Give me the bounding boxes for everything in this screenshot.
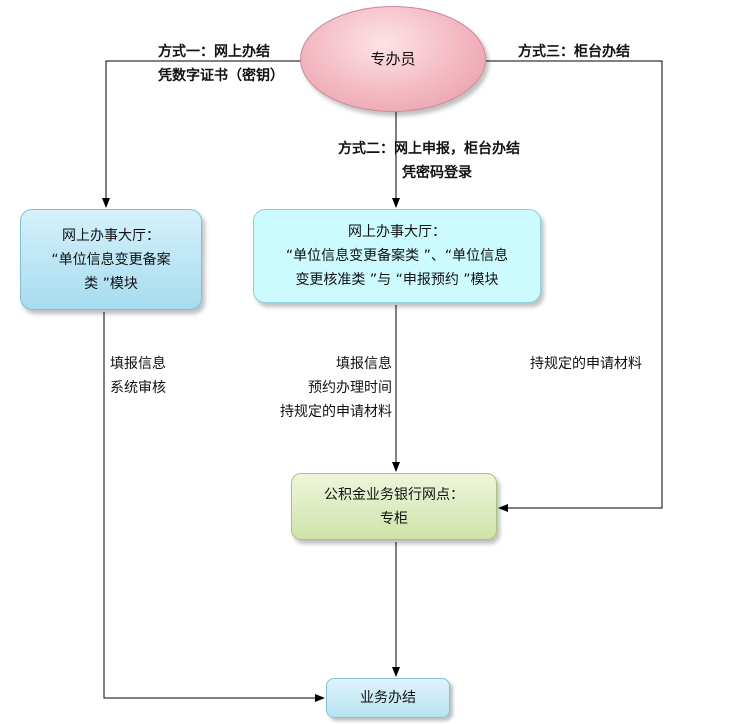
node-label-line: 变更核准类 ”与 “申报预约 ”模块 <box>295 272 499 288</box>
edge-label-left-path: 填报信息 系统审核 <box>110 352 166 400</box>
edge-label-middle-path: 填报信息 预约办理时间 持规定的申请材料 <box>262 352 392 424</box>
edge-label-line: 持规定的申请材料 <box>280 404 392 420</box>
node-label-line: 公积金业务银行网点： <box>324 486 464 503</box>
edge-label-line: 方式一：网上办结 <box>158 44 270 60</box>
node-label-line: “单位信息变更备案类 ”、“单位信息 <box>285 248 509 264</box>
node-label-line: 网上办事大厅： <box>348 224 446 240</box>
node-bank-counter: 公积金业务银行网点： 专柜 <box>291 473 497 540</box>
node-business-complete: 业务办结 <box>326 678 450 718</box>
edge-label-line: 凭数字证书（密钥） <box>158 68 284 84</box>
edge-label-line: 持规定的申请材料 <box>530 356 642 372</box>
node-start-agent: 专办员 <box>300 6 486 112</box>
node-online-hall-simple: 网上办事大厅： “单位信息变更备案 类 ”模块 <box>20 209 202 310</box>
edge-label-line: 填报信息 <box>336 356 392 372</box>
edge-label-line: 方式三：柜台办结 <box>518 44 630 60</box>
node-end-label: 业务办结 <box>360 690 416 706</box>
node-label-line: 专柜 <box>380 510 408 527</box>
edge-label-line: 填报信息 <box>110 356 166 372</box>
arrow-left-to-end <box>103 312 325 702</box>
node-online-hall-full: 网上办事大厅： “单位信息变更备案类 ”、“单位信息 变更核准类 ”与 “申报预… <box>253 209 541 303</box>
node-label-line: “单位信息变更备案 <box>51 251 171 268</box>
edge-label-line: 预约办理时间 <box>308 380 392 396</box>
edge-label-right-path: 持规定的申请材料 <box>530 352 642 376</box>
edge-label-method1: 方式一：网上办结 凭数字证书（密钥） <box>158 40 284 88</box>
node-label-line: 类 ”模块 <box>84 275 138 292</box>
node-label-line: 网上办事大厅： <box>62 227 160 244</box>
edge-label-line: 方式二：网上申报，柜台办结 <box>338 141 520 157</box>
edge-label-method3: 方式三：柜台办结 <box>518 40 630 64</box>
edge-label-method2: 方式二：网上申报，柜台办结 凭密码登录 <box>338 137 520 185</box>
arrow-method3 <box>486 60 663 512</box>
edge-label-line: 系统审核 <box>110 380 166 396</box>
node-start-label: 专办员 <box>370 50 416 68</box>
edge-label-line: 凭密码登录 <box>402 165 472 181</box>
arrow-method1 <box>102 60 302 208</box>
